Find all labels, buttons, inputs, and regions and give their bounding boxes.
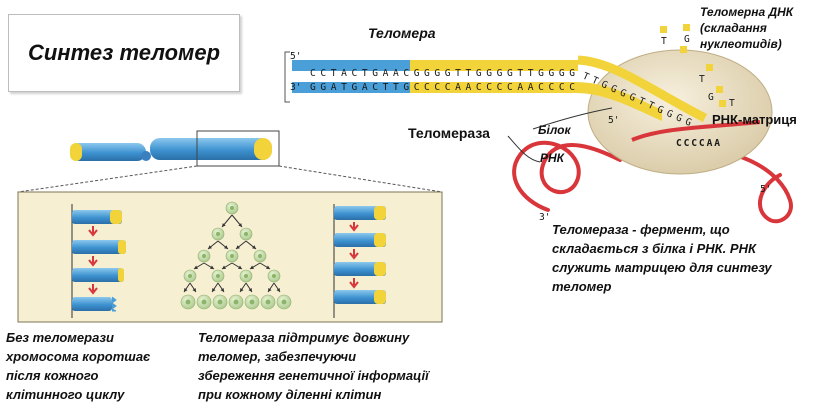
left-telomere <box>70 143 82 161</box>
dna-top-strand-yellow <box>410 60 578 71</box>
dna-top-strand-blue <box>292 60 410 71</box>
centromere <box>141 151 151 161</box>
division-arrowhead <box>194 265 198 269</box>
detail-panel <box>17 191 443 323</box>
cell-nucleus <box>185 299 191 305</box>
division-arrowhead <box>222 265 226 269</box>
division-arrowhead <box>276 288 280 292</box>
division-arrowhead <box>238 265 242 269</box>
division-arrowhead <box>222 223 226 227</box>
nucleotide-3: T <box>699 74 705 85</box>
cell-nucleus <box>201 253 207 259</box>
cell-nucleus <box>233 299 239 305</box>
caption-middle-line-2: теломер, забезпечуючи <box>198 349 357 364</box>
label-telomeric-dna-line-2: (складання <box>700 21 767 35</box>
cell-nucleus <box>229 205 235 211</box>
division-arrowhead <box>250 265 254 269</box>
description-line-2: складається з білка і РНК. РНК <box>552 241 756 256</box>
cell-nucleus <box>281 299 287 305</box>
cell-nucleus <box>215 273 221 279</box>
caption-left-line-2: хромосома коротшає <box>6 349 151 364</box>
caption-middle: Теломераза підтримує довжину теломер, за… <box>198 328 429 404</box>
division-arrowhead <box>212 288 216 292</box>
caption-middle-line-1: Теломераза підтримує довжину <box>198 330 410 345</box>
label-telomere: Теломера <box>368 25 436 41</box>
label-rna-template: РНК-матриця <box>712 112 797 127</box>
end-3-rna: 3' <box>539 212 551 223</box>
label-telomeric-dna-line-3: нуклеотидів) <box>700 37 782 51</box>
caption-left-line-1: Без теломерази <box>6 330 114 345</box>
cell-nucleus <box>257 253 263 259</box>
free-nucleotides: T G T G T <box>660 24 735 109</box>
division-arrowhead <box>240 288 244 292</box>
caption-middle-line-4: при кожному діленні клітин <box>198 387 382 402</box>
end-5-top: 5' <box>290 51 302 62</box>
rna-ribbon-right <box>698 148 793 224</box>
nucleotide-1: T <box>661 36 667 47</box>
division-arrowhead <box>184 288 188 292</box>
rna-template-band <box>631 120 761 142</box>
label-rna: РНК <box>540 151 566 165</box>
label-telomerase: Теломераза <box>408 125 490 141</box>
division-arrowhead <box>220 288 224 292</box>
dna-bottom-strand-blue <box>292 82 410 93</box>
cell-division-tree <box>180 201 292 310</box>
division-arrowhead <box>236 245 240 249</box>
title-box: Синтез теломер <box>8 14 240 92</box>
cell-nucleus <box>215 231 221 237</box>
rna-ribbon <box>512 140 622 212</box>
label-protein: Білок <box>538 123 571 137</box>
end-5-mid: 5' <box>608 115 620 126</box>
description-line-1: Теломераза - фермент, що <box>552 222 730 237</box>
end-5-rna: 5' <box>760 184 772 195</box>
rna-template-sequence: CCCCAA <box>676 138 720 149</box>
division-arrowhead <box>248 288 252 292</box>
label-telomeric-dna-line-1: Теломерна ДНК <box>700 5 795 19</box>
maintained-chromosomes <box>333 204 386 318</box>
chromosome-right-arm <box>150 138 272 160</box>
chromosome <box>17 130 443 193</box>
cell-nucleus <box>217 299 223 305</box>
division-arrowhead <box>192 288 196 292</box>
cell-nucleus <box>201 299 207 305</box>
cell-nucleus <box>249 299 255 305</box>
cell-nucleus <box>243 273 249 279</box>
telomere-overhang <box>577 55 708 123</box>
division-arrowhead <box>238 223 242 227</box>
nucleotide-4: G <box>708 92 714 103</box>
dna-bracket <box>284 51 290 103</box>
cell-nucleus <box>271 273 277 279</box>
caption-left-line-4: клітинного циклу <box>6 387 125 402</box>
cell-nucleus <box>187 273 193 279</box>
chromosome-left-arm <box>70 143 146 161</box>
zoom-box <box>196 130 280 167</box>
cell-nucleus <box>229 253 235 259</box>
division-arrowhead <box>224 245 228 249</box>
dna-bottom-strand-yellow <box>410 82 662 121</box>
protein-leader-line <box>532 107 613 130</box>
caption-middle-line-3: збереження генетичної інформації <box>198 368 429 383</box>
nucleotide-2: G <box>684 34 690 45</box>
end-3-bottom: 3' <box>290 82 302 93</box>
nucleotide-5: T <box>729 98 735 109</box>
label-telomeric-dna: Теломерна ДНК (складання нуклеотидів) <box>700 5 795 51</box>
page-title: Синтез теломер <box>27 40 221 65</box>
division-arrowhead <box>266 265 270 269</box>
description-line-3: служить матрицею для синтезу <box>552 260 772 275</box>
cell-nucleus <box>265 299 271 305</box>
division-arrowhead <box>268 288 272 292</box>
division-arrowhead <box>210 265 214 269</box>
caption-left-line-3: після кожного <box>6 368 99 383</box>
caption-left: Без теломерази хромосома коротшає після … <box>6 328 150 404</box>
division-arrowhead <box>208 245 212 249</box>
telomerase-description: Теломераза - фермент, що складається з б… <box>552 220 772 296</box>
division-arrowhead <box>252 245 256 249</box>
rna-leader-line <box>507 135 541 163</box>
shortening-chromosomes <box>71 204 126 318</box>
description-line-4: теломер <box>552 279 612 294</box>
cell-nucleus <box>243 231 249 237</box>
right-telomere <box>254 138 272 160</box>
